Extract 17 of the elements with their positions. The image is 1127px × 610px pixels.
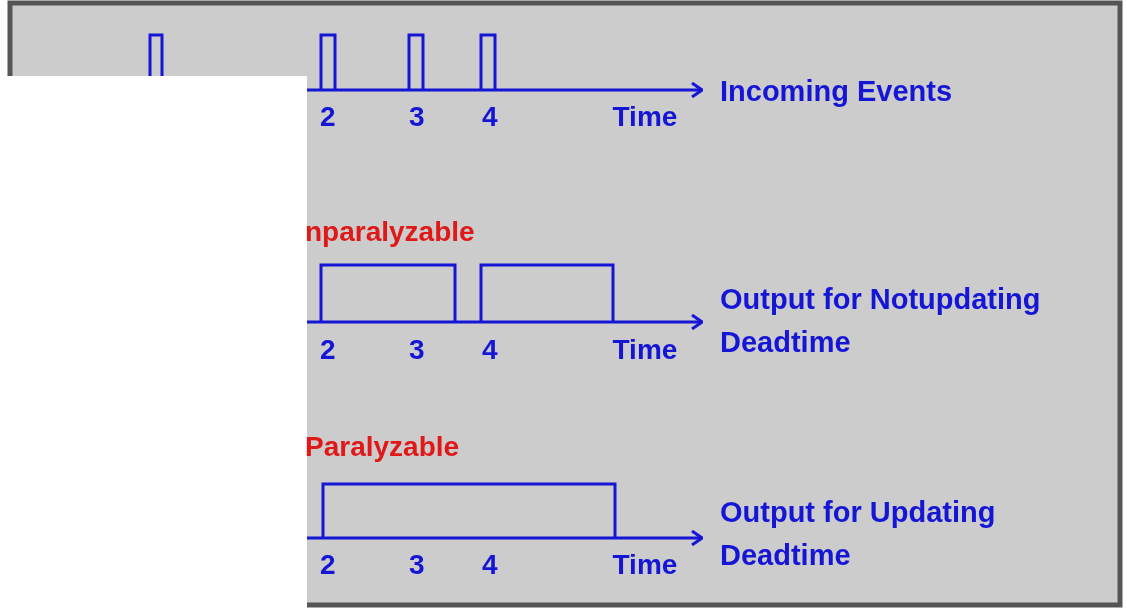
row-label: Output for Updating Deadtime: [720, 495, 997, 573]
mode-heading: Paralyzable: [305, 433, 460, 461]
tick-number: 3: [409, 551, 425, 579]
tick-number: 2: [320, 103, 336, 131]
axis-label: Time: [612, 103, 678, 131]
row-label: Incoming Events: [720, 74, 954, 109]
axis-label: Time: [612, 336, 678, 364]
row-label: Output for Notupdating Deadtime: [720, 282, 1042, 360]
tick-number: 4: [482, 103, 498, 131]
mode-heading: nparalyzable: [305, 218, 475, 246]
tick-number: 4: [482, 336, 498, 364]
tick-number: 2: [320, 336, 336, 364]
tick-number: 3: [409, 103, 425, 131]
axis-label: Time: [612, 551, 678, 579]
tick-number: 4: [482, 551, 498, 579]
tick-number: 3: [409, 336, 425, 364]
tick-number: 2: [320, 551, 336, 579]
